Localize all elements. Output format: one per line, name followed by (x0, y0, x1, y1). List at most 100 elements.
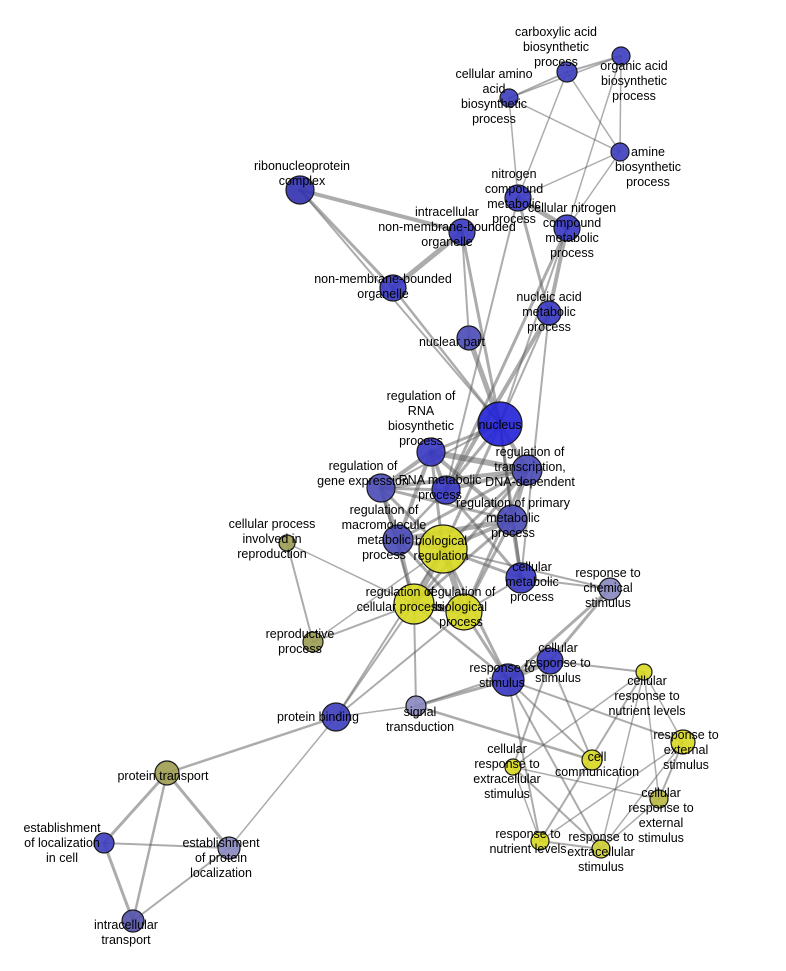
node-cell-communication[interactable] (581, 749, 603, 771)
node-response-to-external-stimulus[interactable] (670, 729, 696, 755)
node-nucleic-acid-metabolic-process[interactable] (536, 300, 562, 326)
edge-regulation-of-transcription-dna-dependent--regulation-of-biological-process (462, 468, 529, 614)
node-protein-transport[interactable] (154, 760, 180, 786)
edge-cellular-response-to-extracellular-stimulus--response-to-extracellular-stimulus (512, 766, 602, 850)
node-response-to-chemical-stimulus[interactable] (598, 577, 622, 601)
edge-cellular-response-to-nutrient-levels--cellular-response-to-external-stimulus (643, 671, 660, 800)
node-organic-acid-biosynthetic-process[interactable] (611, 46, 631, 66)
node-amine-biosynthetic-process[interactable] (610, 142, 630, 162)
edge-response-to-chemical-stimulus--response-to-stimulus (506, 587, 612, 682)
edge-establishment-of-localization-in-cell--intracellular-transport (102, 841, 135, 923)
edge-regulation-of-rna-biosynthetic-process--regulation-of-primary-metabolic-process (429, 450, 514, 522)
edge-response-to-nutrient-levels--response-to-extracellular-stimulus (539, 840, 602, 850)
node-reproductive-process[interactable] (302, 631, 324, 653)
label-nuclear-part: nuclear part (419, 335, 486, 349)
edge-ribonucleoprotein-complex--intracellular-non-membrane-bounded-organelle (298, 188, 464, 234)
edge-protein-transport--establishment-of-protein-localization (165, 771, 231, 850)
edge-cellular-response-to-stimulus--cell-communication (549, 660, 593, 761)
node-cellular-process-involved-in-reproduction[interactable] (278, 534, 296, 552)
edge-cellular-response-to-extracellular-stimulus--response-to-nutrient-levels (512, 766, 541, 842)
nodes-layer (93, 46, 696, 933)
node-regulation-of-rna-biosynthetic-process[interactable] (416, 437, 446, 467)
edge-reproductive-process--cellular-process-involved-in-reproduction (286, 542, 314, 643)
node-regulation-of-macromolecule-metabolic-process[interactable] (382, 524, 414, 556)
node-signal-transduction[interactable] (405, 695, 427, 717)
node-response-to-stimulus[interactable] (491, 663, 525, 697)
edge-ribonucleoprotein-complex--non-membrane-bounded-organelle (298, 188, 395, 290)
node-cellular-metabolic-process[interactable] (505, 562, 537, 594)
edge-cellular-amino-acid-biosynthetic-process--nitrogen-compound-metabolic-process (508, 97, 519, 199)
node-intracellular-non-membrane-bounded-organelle[interactable] (448, 218, 476, 246)
node-response-to-nutrient-levels[interactable] (530, 831, 550, 851)
node-establishment-of-localization-in-cell[interactable] (93, 832, 115, 854)
edge-response-to-external-stimulus--response-to-nutrient-levels (539, 741, 684, 842)
edge-establishment-of-protein-localization--protein-binding (228, 716, 337, 849)
node-cellular-response-to-extracellular-stimulus[interactable] (504, 758, 522, 776)
node-regulation-of-cellular-process[interactable] (393, 583, 435, 625)
edge-intracellular-non-membrane-bounded-organelle--nuclear-part (461, 231, 470, 339)
node-response-to-extracellular-stimulus[interactable] (591, 839, 611, 859)
node-cellular-response-to-stimulus[interactable] (536, 647, 564, 675)
edge-intracellular-non-membrane-bounded-organelle--nucleus (460, 230, 502, 426)
node-rna-metabolic-process[interactable] (431, 475, 461, 505)
edge-carboxylic-acid-biosynthetic-process--amine-biosynthetic-process (566, 71, 621, 153)
node-nitrogen-compound-metabolic-process[interactable] (504, 184, 532, 212)
edge-signal-transduction--cell-communication (414, 704, 594, 762)
node-regulation-of-gene-expression[interactable] (366, 473, 396, 503)
node-protein-binding[interactable] (321, 702, 351, 732)
node-non-membrane-bounded-organelle[interactable] (379, 274, 407, 302)
edge-cellular-process-involved-in-reproduction--regulation-of-cellular-process (286, 542, 415, 605)
edge-amine-biosynthetic-process--cellular-nitrogen-compound-metabolic-process (566, 151, 621, 229)
edge-response-to-stimulus--cell-communication (507, 679, 593, 761)
node-establishment-of-protein-localization[interactable] (217, 836, 241, 860)
label-protein-transport: protein transport (117, 769, 209, 783)
node-cellular-response-to-external-stimulus[interactable] (649, 789, 669, 809)
edge-organic-acid-biosynthetic-process--cellular-nitrogen-compound-metabolic-process (566, 55, 622, 229)
node-carboxylic-acid-biosynthetic-process[interactable] (556, 61, 578, 83)
node-nuclear-part[interactable] (456, 325, 482, 351)
edge-cellular-response-to-nutrient-levels--cellular-response-to-extracellular-stimulus (512, 671, 645, 768)
node-cellular-nitrogen-compound-metabolic-process[interactable] (553, 214, 581, 242)
node-biological-regulation[interactable] (418, 524, 468, 574)
node-cellular-amino-acid-biosynthetic-process[interactable] (499, 88, 519, 108)
edge-protein-transport--protein-binding (165, 715, 338, 775)
edge-protein-binding--regulation-of-biological-process (335, 611, 465, 718)
node-cellular-response-to-nutrient-levels[interactable] (635, 663, 653, 681)
node-nucleus[interactable] (477, 401, 523, 447)
node-ribonucleoprotein-complex[interactable] (285, 175, 315, 205)
node-regulation-of-primary-metabolic-process[interactable] (496, 504, 528, 536)
edge-regulation-of-rna-biosynthetic-process--regulation-of-transcription-dna-dependent (428, 449, 530, 473)
edge-cellular-amino-acid-biosynthetic-process--amine-biosynthetic-process (508, 97, 621, 153)
edge-carboxylic-acid-biosynthetic-process--nitrogen-compound-metabolic-process (517, 71, 568, 199)
node-regulation-of-transcription-dna-dependent[interactable] (511, 454, 543, 486)
node-intracellular-transport[interactable] (121, 909, 145, 933)
edge-establishment-of-protein-localization--intracellular-transport (132, 847, 230, 922)
node-regulation-of-biological-process[interactable] (445, 593, 483, 631)
edge-cellular-response-to-stimulus--response-to-chemical-stimulus (548, 587, 612, 663)
edge-regulation-of-transcription-dna-dependent--regulation-of-macromolecule-metabolic-process (396, 468, 529, 542)
